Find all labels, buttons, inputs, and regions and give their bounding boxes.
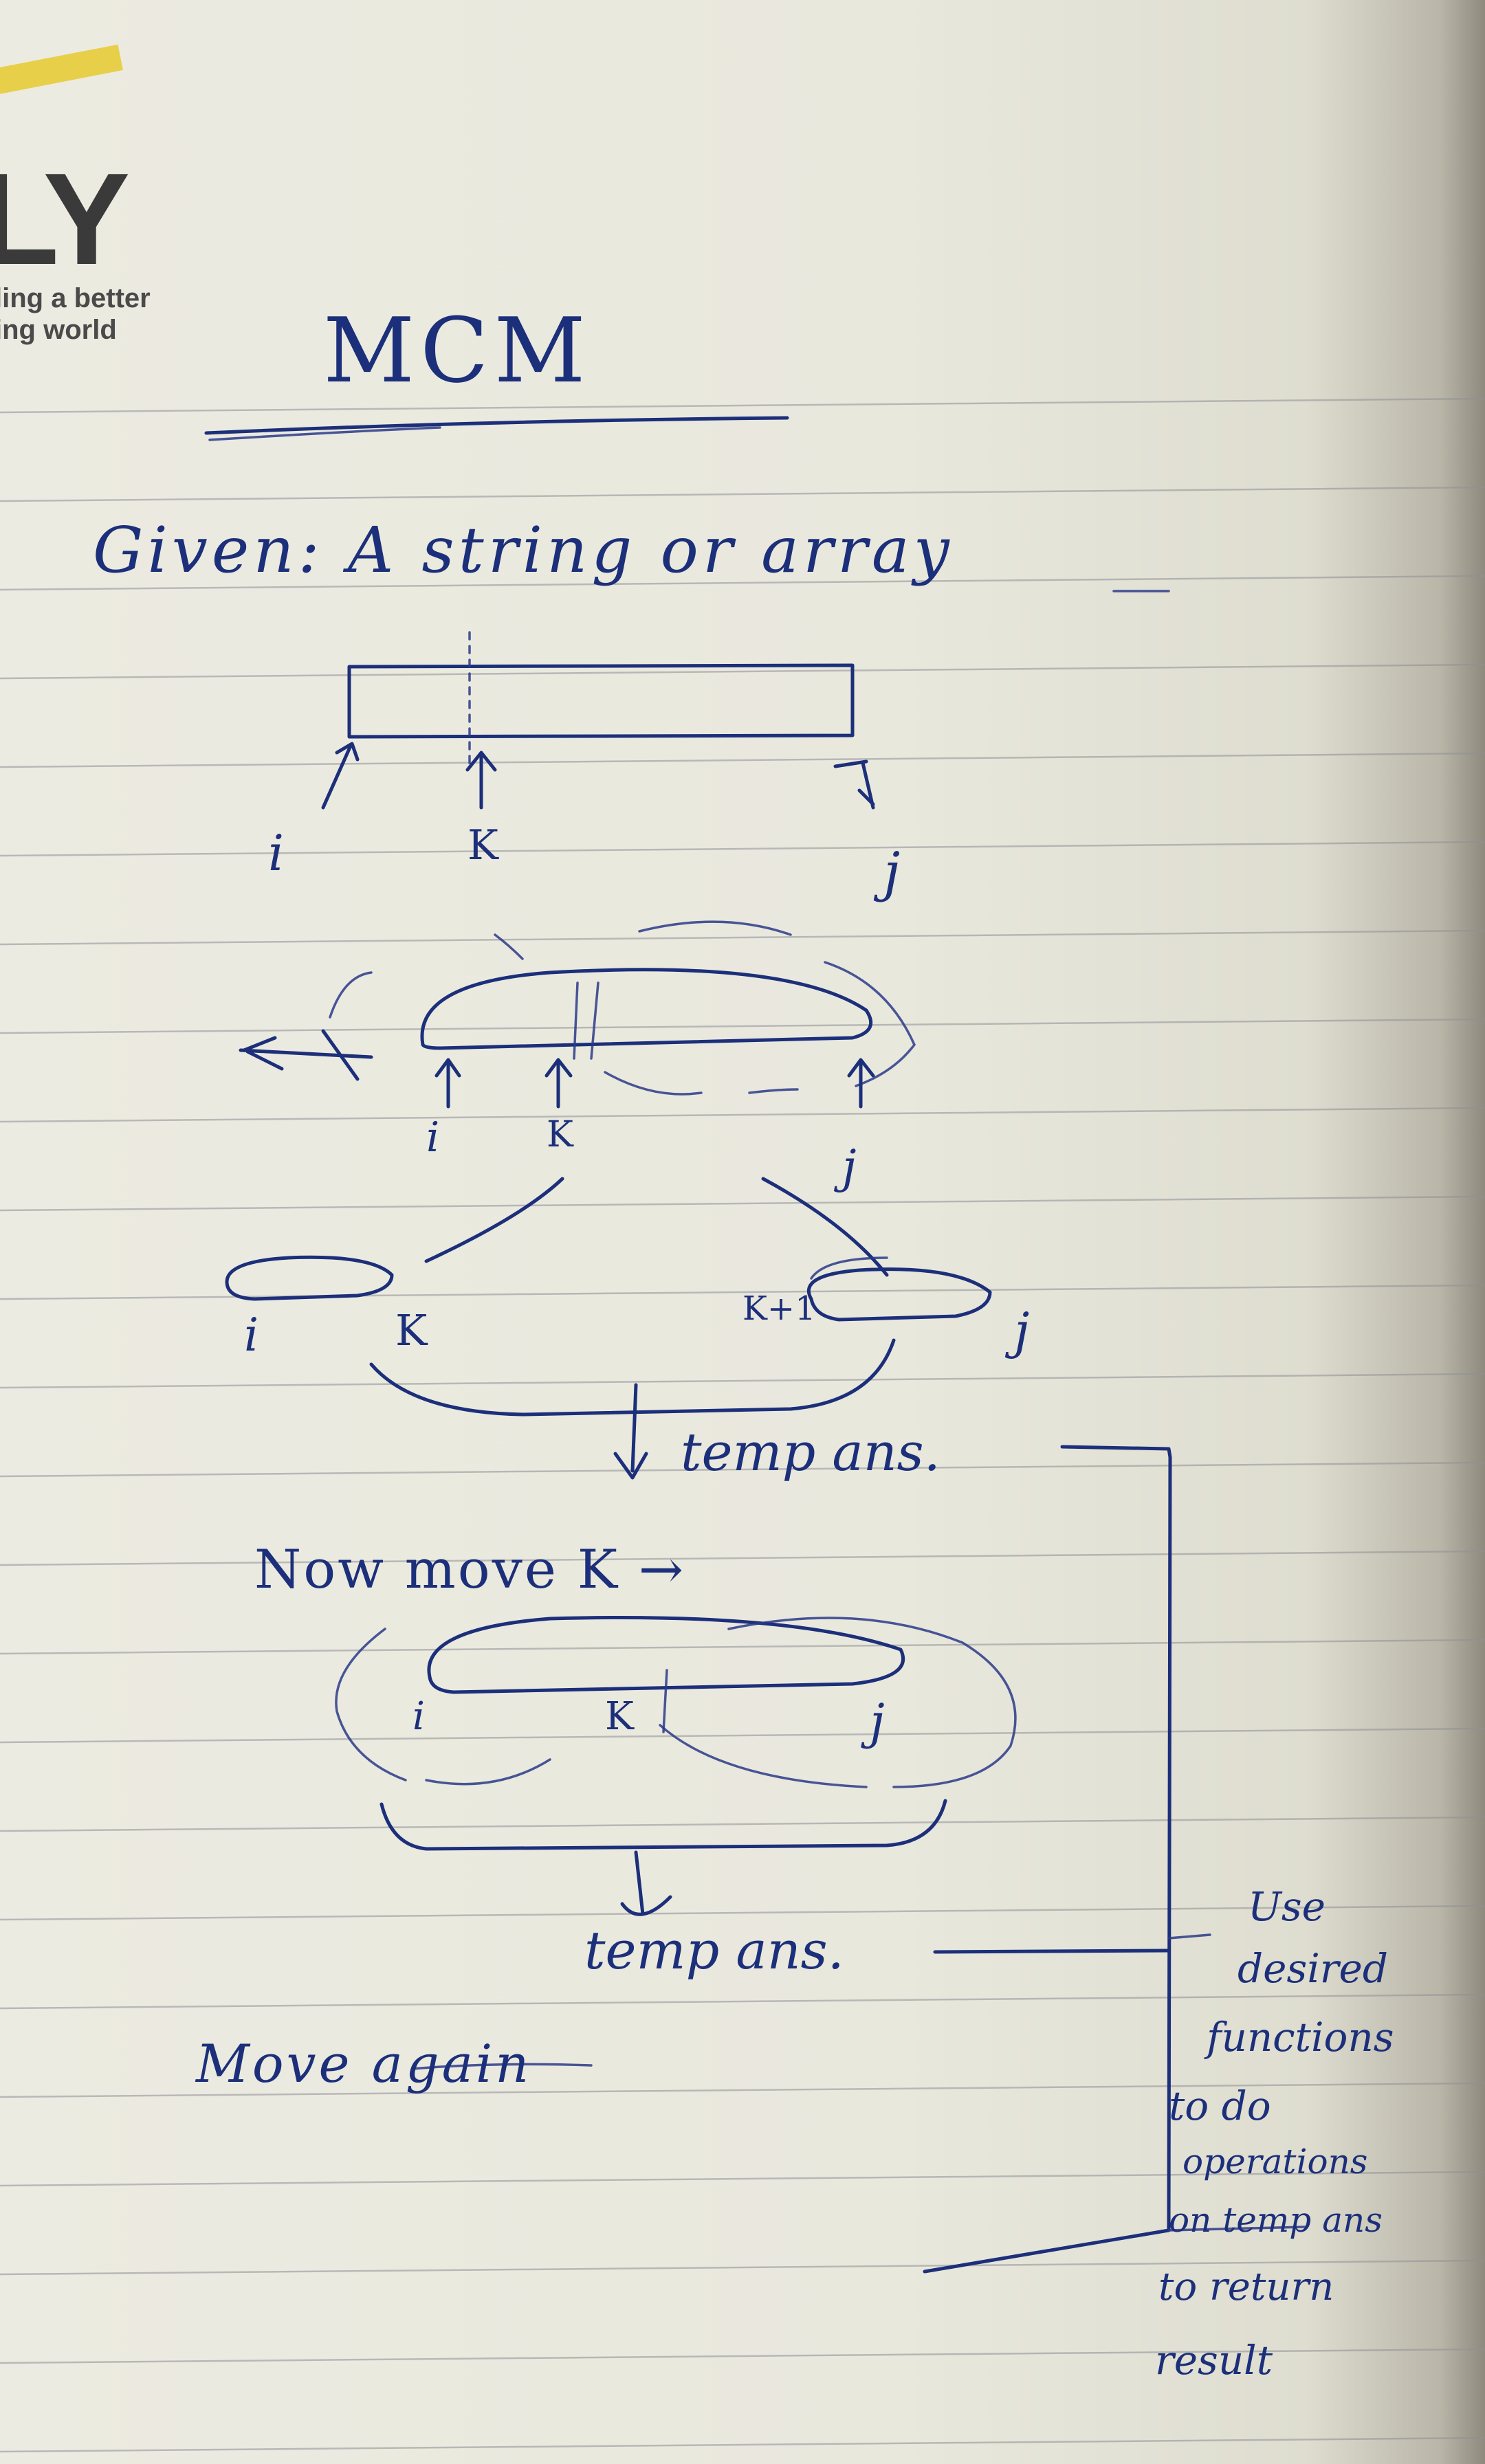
split-left-k: K <box>395 1305 428 1355</box>
arrow-down-2 <box>620 1850 672 1916</box>
ruled-line <box>0 1993 1485 2010</box>
arrow-k <box>465 751 497 810</box>
page-title: MCM <box>323 298 591 403</box>
ruled-line <box>0 1639 1485 1655</box>
ruled-line <box>0 486 1485 502</box>
ruled-line <box>0 1018 1485 1034</box>
diagram1-label-j: j <box>883 841 901 903</box>
side-note-line-2: desired <box>1238 1945 1388 1992</box>
ruled-line <box>0 1727 1485 1744</box>
brace-1 <box>369 1338 896 1417</box>
diagram2-label-k: K <box>547 1114 573 1155</box>
branch-right <box>761 1177 889 1277</box>
temp-ans-1: temp ans. <box>681 1421 940 1483</box>
side-note-line-4: to do <box>1169 2083 1271 2129</box>
logo-letters: LY <box>0 146 130 292</box>
crossed-arrow <box>239 1029 373 1081</box>
arrow-down-1 <box>613 1383 648 1480</box>
ruled-line <box>0 752 1485 768</box>
arrow-i <box>321 742 360 810</box>
ruled-line <box>0 1550 1485 1566</box>
ruled-line <box>0 397 1485 414</box>
left-subarray <box>225 1255 394 1301</box>
split-left-i: i <box>244 1309 259 1362</box>
temp-ans-2: temp ans. <box>584 1920 844 1981</box>
given-line: Given: A string or array <box>93 513 954 587</box>
ruled-line <box>0 2437 1485 2453</box>
ruled-line <box>0 1461 1485 1478</box>
side-note-line-5: operations <box>1182 2142 1368 2182</box>
ruled-line <box>0 1107 1485 1123</box>
ruled-line <box>0 2348 1485 2364</box>
arrow-j <box>833 759 875 810</box>
side-note-line-1: Use <box>1248 1883 1326 1930</box>
title-underline <box>204 416 789 435</box>
ruled-line <box>0 1195 1485 1212</box>
ruled-line <box>0 1373 1485 1389</box>
ruled-line <box>0 1816 1485 1832</box>
ruled-line <box>0 2259 1485 2276</box>
ruled-line <box>0 2082 1485 2098</box>
step2-label-i: i <box>412 1694 425 1739</box>
diagram1-label-k: K <box>468 821 498 869</box>
diagram2-label-j: j <box>842 1140 857 1193</box>
array-ellipse <box>420 968 873 1050</box>
result-connector <box>923 1445 1172 2274</box>
side-note-line-7: to return <box>1158 2265 1334 2309</box>
right-subarray <box>806 1267 992 1322</box>
ruled-line <box>0 929 1485 946</box>
ruled-line <box>0 841 1485 857</box>
split-right-k1: K+1 <box>742 1289 816 1328</box>
ruled-line <box>0 575 1485 591</box>
temp-ans-2-connector <box>933 1949 1171 1954</box>
ruled-line <box>0 663 1485 680</box>
step3-heading: Move again <box>196 2033 532 2094</box>
side-note-line-6: on temp ans <box>1169 2200 1383 2240</box>
step2-heading: Now move K → <box>254 1539 686 1601</box>
brace-2 <box>380 1799 947 1851</box>
step2-label-k: K <box>605 1694 634 1739</box>
side-note-line-8: result <box>1155 2337 1273 2384</box>
diagram2-label-i: i <box>426 1113 440 1162</box>
ruled-line <box>0 2171 1485 2187</box>
ruled-line <box>0 1905 1485 1921</box>
split-right-j: j <box>1014 1302 1030 1359</box>
array-ellipse-2 <box>427 1615 905 1694</box>
array-rectangle <box>347 663 855 739</box>
logo-tagline-1: ling a better <box>0 283 151 313</box>
logo-tagline-2: ing world <box>0 315 117 345</box>
step2-label-j: j <box>870 1694 885 1750</box>
side-note-line-3: functions <box>1207 2014 1394 2061</box>
diagram1-label-i: i <box>268 824 285 882</box>
branch-left <box>424 1177 564 1263</box>
